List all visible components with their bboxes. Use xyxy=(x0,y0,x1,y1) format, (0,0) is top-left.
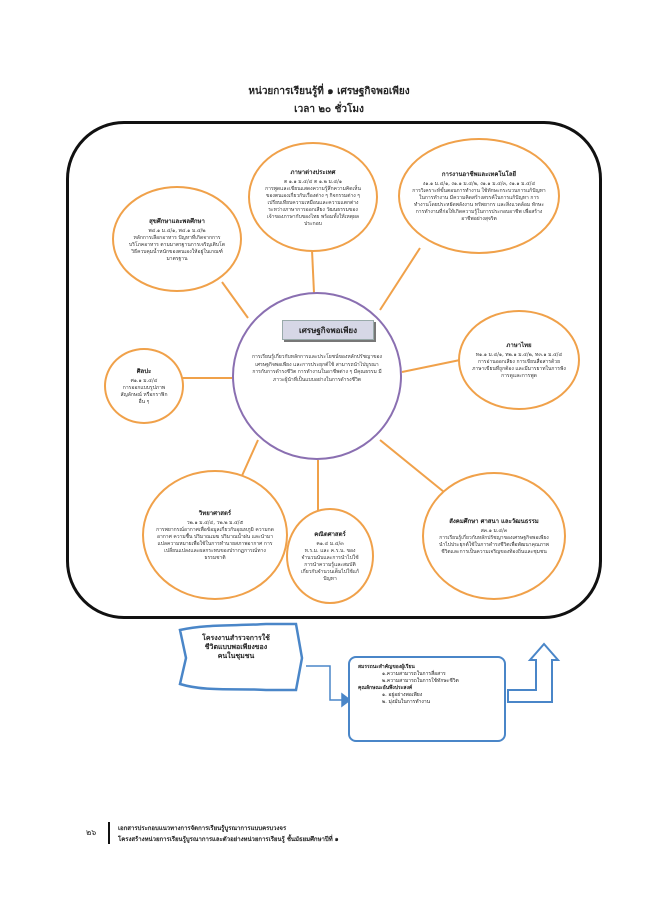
competency-box: สมรรถนะสำคัญของผู้เรียน ๑.ความสามารถในกา… xyxy=(348,656,506,742)
bubble-standard: ศ๑.๑ ม.๔/๔ xyxy=(130,378,158,384)
connector-foreign xyxy=(311,249,315,294)
arrow-head-right xyxy=(341,692,352,708)
competency-item: ๒.ความสามารถในการใช้ทักษะชีวิต xyxy=(382,678,459,684)
bubble-heading: สังคมศึกษา ศาสนา และวัฒนธรรม xyxy=(449,518,539,525)
competency-heading: สมรรถนะสำคัญของผู้เรียน xyxy=(358,664,415,670)
footer-line-1: เอกสารประกอบแนวทางการจัดการเรียนรู้บูรณา… xyxy=(118,825,287,832)
page-number: ๒๖ xyxy=(86,828,97,837)
bubble-health-pe: สุขศึกษาและพลศึกษา พ๔.๑ ม.๔/๑, พ๔.๑ ม.๔/… xyxy=(112,186,242,292)
bubble-text: การพยากรณ์อากาศเพื่อข้อมูลเกี่ยวกับอุณหภ… xyxy=(156,527,274,561)
project-banner xyxy=(176,622,306,692)
bubble-mathematics: คณิตศาสตร์ ค๑.๔ ม.๔/๓ ห.ร.ม. และ ค.ร.น. … xyxy=(286,508,374,604)
bubble-science: วิทยาศาสตร์ ว๒.๑ ม.๔/๔, ว๒.๒ ม.๔/๕ การพย… xyxy=(142,470,288,600)
bubble-art: ศิลปะ ศ๑.๑ ม.๔/๔ การออกแบบรูปภาพ สัญลักษ… xyxy=(104,348,184,424)
bubble-text: การเรียนรู้เกี่ยวกับหลักปรัชญาของเศรษฐกิ… xyxy=(439,535,549,555)
bubble-text: การวิเคราะห์ขั้นตอนการทำงาน ใช้ทักษะกระบ… xyxy=(412,188,546,222)
bubble-heading: ภาษาไทย xyxy=(506,342,532,349)
bubble-foreign-language: ภาษาต่างประเทศ ต ๑.๑ ม.๔/๔ ต ๑.๒ ม.๔/๑ ก… xyxy=(248,142,378,252)
page-subtitle: เวลา ๒๐ ชั่วโมง xyxy=(294,104,364,115)
bubble-heading: สุขศึกษาและพลศึกษา xyxy=(149,217,205,225)
bubble-standard: ท๑.๑ ม.๔/๑, ท๒.๑ ม.๔/๒, ท๓.๑ ม.๔/๔ xyxy=(475,352,563,358)
bubble-heading: ภาษาต่างประเทศ xyxy=(290,168,336,176)
arrow-project-to-competency xyxy=(306,665,348,701)
bubble-standard: ค๑.๔ ม.๔/๓ xyxy=(316,541,344,547)
connector-health xyxy=(221,281,249,319)
bubble-standard: ว๒.๑ ม.๔/๔, ว๒.๒ ม.๔/๕ xyxy=(186,520,244,526)
return-arrow xyxy=(507,642,561,703)
connector-thai xyxy=(401,359,461,373)
page-title: หน่วยการเรียนรู้ที่ ๑ เศรษฐกิจพอเพียง xyxy=(248,86,410,97)
bubble-text: การพูดและเขียนแสดงความรู้สึกความคิดเห็นข… xyxy=(265,185,361,227)
footer-divider xyxy=(108,822,110,844)
bubble-text: หลักการเลือกอาหาร ปัญหาที่เกิดจากการบริโ… xyxy=(129,234,225,262)
competency-item: ๑.ความสามารถในการสื่อสาร xyxy=(382,671,446,677)
bubble-heading: ศิลปะ xyxy=(136,368,152,375)
bubble-social-studies: สังคมศึกษา ศาสนา และวัฒนธรรม ส๓.๑ ม.๔/๓ … xyxy=(422,472,566,600)
attribute-item: ๑. อยู่อย่างพอเพียง xyxy=(382,692,423,698)
diagram-frame xyxy=(66,121,602,619)
connector-social xyxy=(379,439,445,493)
bubble-career-technology: การงานอาชีพและเทคโนโลยี ง๑.๑ ม.๔/๑, ง๑.๑… xyxy=(398,138,560,254)
bubble-standard: ส๓.๑ ม.๔/๓ xyxy=(480,528,508,534)
center-title: เศรษฐกิจพอเพียง xyxy=(282,320,374,340)
attribute-item: ๒. มุ่งมั่นในการทำงาน xyxy=(382,699,431,705)
footer-line-2: โครงสร้างหน่วยการเรียนรู้บูรณาการและตัวอ… xyxy=(118,836,339,843)
bubble-heading: คณิตศาสตร์ xyxy=(314,531,346,538)
project-title: โครงงานสำรวจการใช้ชีวิตแบบพอเพียงของคนใน… xyxy=(202,634,270,660)
bubble-standard: ง๑.๑ ม.๔/๑, ง๑.๑ ม.๔/๒, ง๑.๑ ม.๔/๓, ง๑.๑… xyxy=(422,181,536,187)
bubble-text: การอ่านออกเสียง การเขียนสื่อสารด้วยภาษาเ… xyxy=(472,359,566,379)
bubble-heading: วิทยาศาสตร์ xyxy=(198,510,232,517)
attribute-heading: คุณลักษณะอันพึงประสงค์ xyxy=(358,685,413,691)
connector-career xyxy=(379,247,421,311)
bubble-standard: พ๔.๑ ม.๔/๑, พ๔.๑ ม.๔/๒ xyxy=(148,227,206,234)
bubble-heading: การงานอาชีพและเทคโนโลยี xyxy=(441,171,517,178)
center-text: การเรียนรู้เกี่ยวกับหลักการและประโยชน์ขอ… xyxy=(252,354,382,383)
bubble-text: ห.ร.ม. และ ค.ร.น. ของจำนวนนับและการนำไปใ… xyxy=(300,548,360,582)
bubble-text: การออกแบบรูปภาพ สัญลักษณ์ หรือกราฟิกอื่น… xyxy=(120,385,168,405)
bubble-thai-language: ภาษาไทย ท๑.๑ ม.๔/๑, ท๒.๑ ม.๔/๒, ท๓.๑ ม.๔… xyxy=(458,310,580,410)
bubble-standard: ต ๑.๑ ม.๔/๔ ต ๑.๒ ม.๔/๑ xyxy=(283,178,343,185)
